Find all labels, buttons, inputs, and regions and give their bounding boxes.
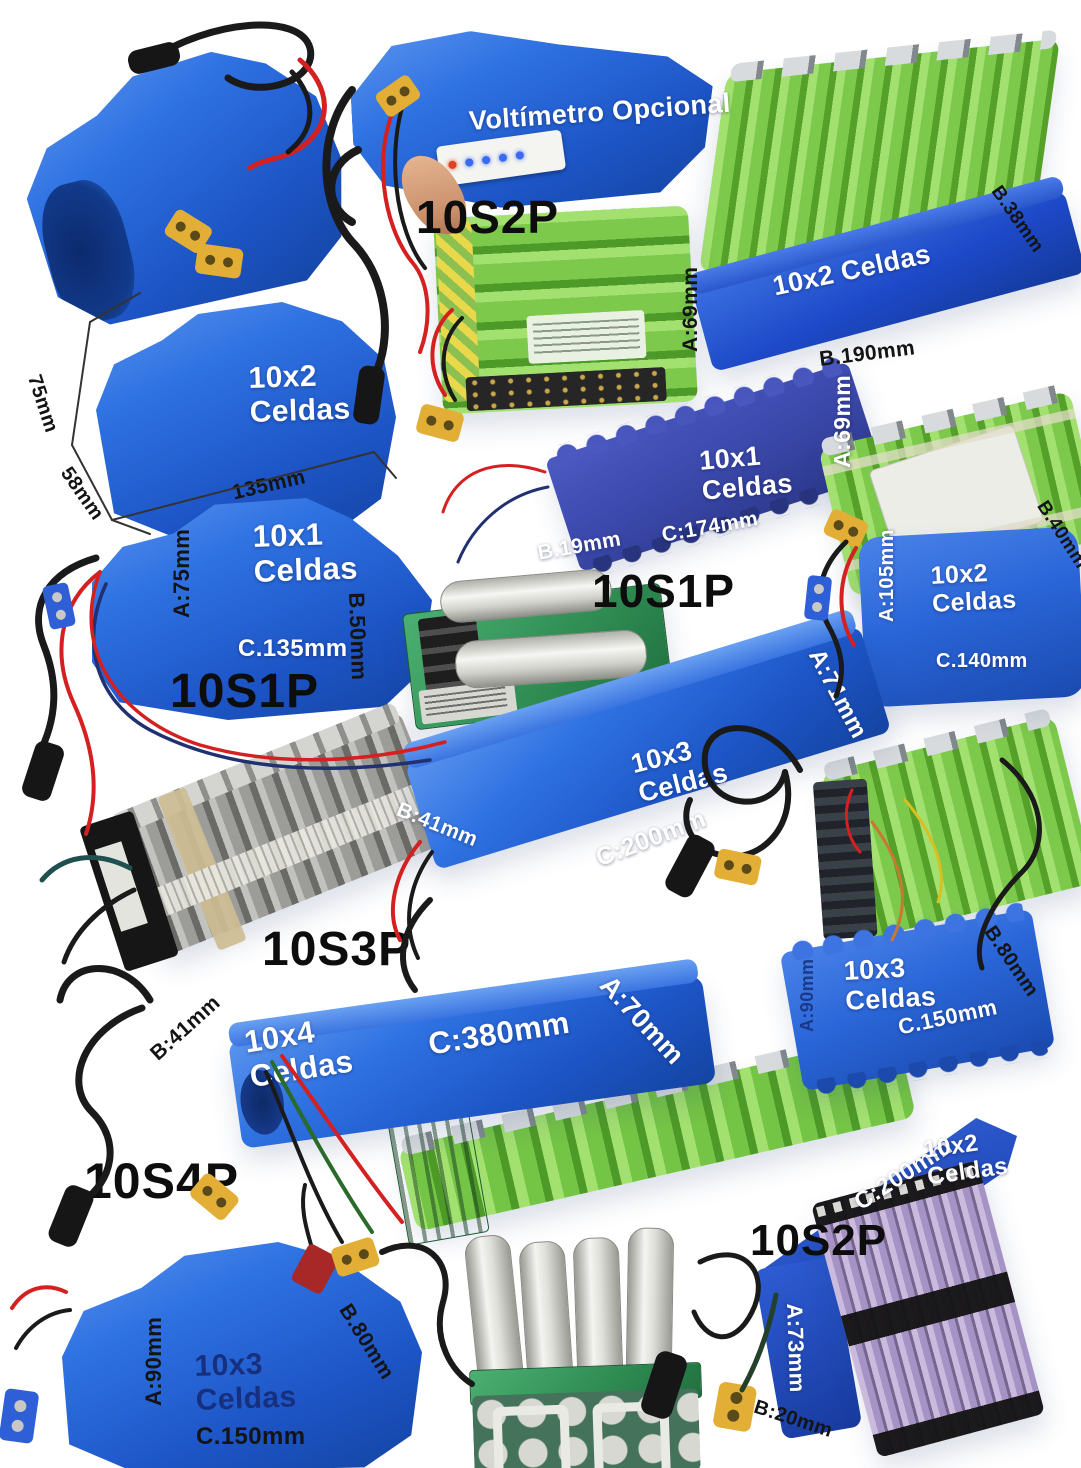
dim-c-label: C.150mm: [196, 1423, 306, 1450]
config-label-10s4p: 10S4P: [84, 1153, 240, 1209]
config-label-10s1p-center: 10S1P: [592, 565, 736, 617]
cell-spec-label: [526, 309, 647, 364]
xt60-connector: [713, 1381, 757, 1432]
pack-cells-label: 10x1 Celdas: [251, 516, 359, 589]
wire: [10, 1285, 68, 1310]
config-label-10s1p-left: 10S1P: [170, 665, 320, 718]
dc-barrel-connector: [22, 741, 64, 801]
gray-bare-pack-10s3p: [78, 710, 452, 973]
config-label-10s3p: 10S3P: [262, 923, 412, 976]
wire: [407, 850, 434, 960]
dim-depth-label: 58mm: [55, 463, 109, 525]
nickel-strip-holder: [592, 1401, 672, 1468]
ec5-connector: [0, 1388, 39, 1444]
dim-a-label: A:105mm: [876, 529, 898, 622]
wire: [56, 965, 154, 1004]
silver-cell-vertical: [625, 1227, 675, 1383]
voltmeter-led-blue: [515, 150, 525, 160]
pack-cells-label: 10x1 Celdas: [698, 440, 794, 507]
pack-cells-label: 10x3 Celdas: [843, 952, 937, 1017]
bms-board-green-row: [387, 1109, 490, 1246]
pack-cells-label: 10x3 Celdas: [194, 1347, 298, 1417]
wire: [691, 1252, 761, 1340]
voltmeter-led-red: [447, 160, 457, 170]
cell-wrap-tape: [435, 220, 481, 403]
wire: [456, 485, 550, 564]
dim-a-label: A:69mm: [679, 266, 702, 352]
dim-height-label: 75mm: [23, 372, 63, 436]
nickel-strip-holder: [492, 1404, 572, 1468]
bms-end-sticker: [94, 841, 148, 932]
config-label-10s2p-top: 10S2P: [416, 191, 560, 243]
xt60-connector: [714, 848, 762, 886]
voltmeter-led-blue: [481, 155, 491, 165]
dim-c-label: C.140mm: [936, 650, 1028, 672]
dim-a-label: A:69mm: [829, 374, 855, 468]
dim-a-label: A:90mm: [141, 1316, 166, 1406]
voltmeter-led-blue: [464, 157, 474, 167]
dim-c-label: C.135mm: [238, 635, 348, 662]
bms-board-dark: [812, 778, 878, 940]
wire: [301, 1183, 314, 1250]
dim-a-label: A:73mm: [782, 1302, 811, 1394]
dim-a-label: A:90mm: [797, 958, 817, 1032]
wire: [441, 463, 547, 514]
pack-cells-label: 10x2 Celdas: [930, 559, 1018, 618]
pack-dark-end-face: [32, 173, 146, 331]
pack-cells-label: 10x2 Celdas: [248, 359, 352, 429]
voltmeter-led-blue: [498, 153, 508, 163]
silver-cell-vertical: [463, 1233, 525, 1390]
silver-pack-end-view: [463, 1224, 706, 1468]
wire: [14, 1308, 72, 1350]
green-pack-colorful-wires: [812, 715, 1081, 941]
dim-b-label: B:41mm: [146, 990, 225, 1066]
dim-c-label: B.190mm: [818, 336, 917, 371]
wire: [34, 554, 100, 760]
config-label-10s2p-bottom: 10S2P: [750, 1216, 888, 1265]
pack-cells-label: 10x2 Celdas: [921, 1129, 1010, 1191]
ec5-connector: [42, 582, 76, 630]
dim-a-label: A:75mm: [169, 528, 194, 618]
bms-board-strip: [465, 366, 667, 412]
hoverboard-pack-top-left: [3, 28, 368, 342]
